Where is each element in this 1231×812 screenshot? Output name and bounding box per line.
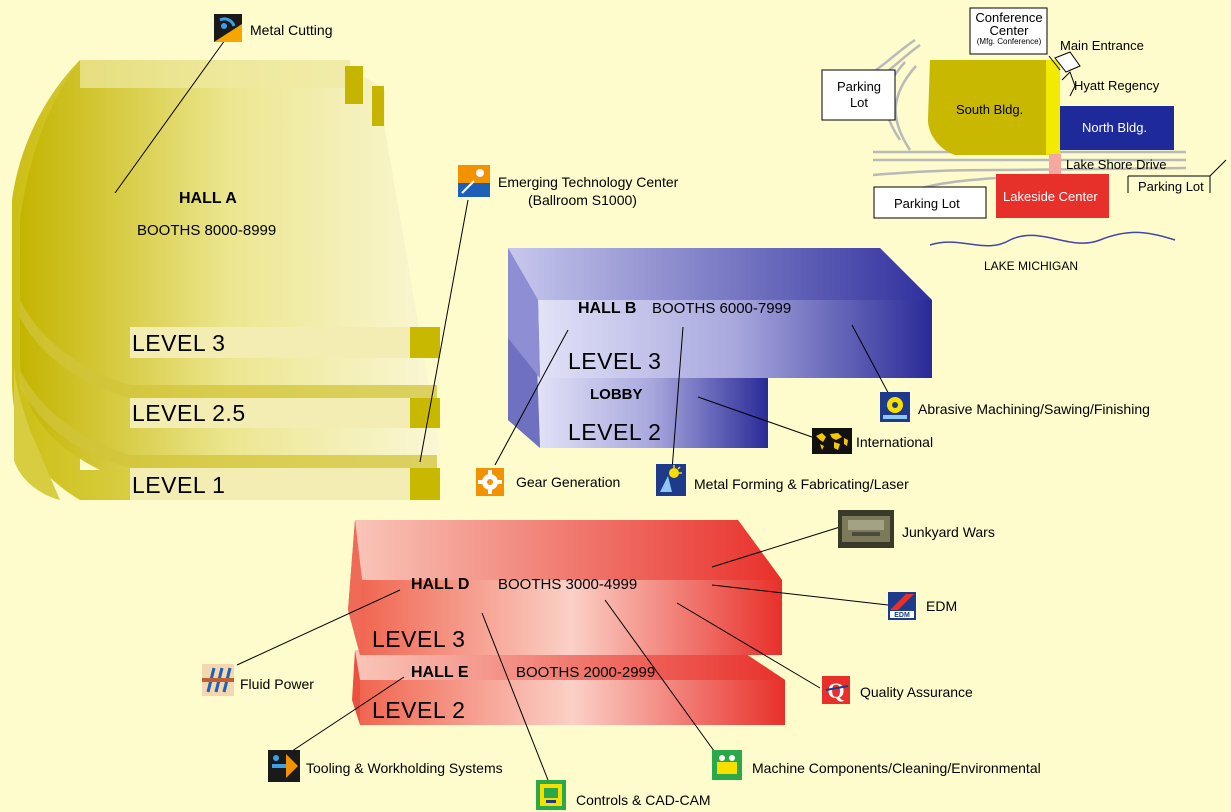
hall-e-level-2: LEVEL 2 — [372, 697, 466, 723]
world-map-icon — [812, 428, 852, 454]
south-bldg-label: South Bldg. — [956, 102, 1024, 117]
site-map — [821, 7, 1227, 247]
abrasive-icon — [880, 392, 910, 422]
emerging-technology-sublabel: (Ballroom S1000) — [528, 192, 637, 208]
conference-line-3: (Mfg. Conference) — [976, 37, 1042, 46]
hall-de-building — [348, 520, 785, 725]
metal-cutting-icon — [214, 14, 242, 42]
lake-shore-drive-label: Lake Shore Drive — [1066, 157, 1167, 172]
junkyard-photo-icon — [838, 510, 894, 548]
tooling-icon — [268, 750, 300, 782]
hall-a-level-1: LEVEL 1 — [132, 472, 226, 498]
fluid-power-label: Fluid Power — [240, 676, 314, 692]
quality-icon: Q — [822, 676, 850, 704]
tooling-label: Tooling & Workholding Systems — [306, 760, 503, 776]
gear-generation-label: Gear Generation — [516, 474, 621, 490]
parking-lot-left-line-2: Lot — [849, 95, 869, 110]
controls-icon — [536, 780, 566, 810]
edm-icon: EDM — [888, 592, 916, 620]
conference-center-label: Conference Center (Mfg. Conference) — [974, 11, 1044, 47]
hall-d-booths: BOOTHS 3000-4999 — [498, 576, 638, 593]
hall-d-level-3: LEVEL 3 — [372, 626, 466, 652]
machine-components-label: Machine Components/Cleaning/Environmenta… — [752, 760, 1041, 776]
parking-lot-bottom-label: Parking Lot — [894, 196, 960, 211]
hall-a-building — [12, 60, 440, 500]
lake-michigan-label: LAKE MICHIGAN — [984, 259, 1079, 273]
controls-label: Controls & CAD-CAM — [576, 792, 711, 808]
international-label: International — [856, 434, 934, 450]
hall-e-booths: BOOTHS 2000-2999 — [516, 664, 656, 681]
lobby-title: LOBBY — [590, 386, 643, 403]
hall-b-booths: BOOTHS 6000-7999 — [652, 300, 792, 317]
parking-lot-left-label: Parking Lot — [824, 79, 894, 111]
hall-a-level-2-5: LEVEL 2.5 — [132, 400, 246, 426]
hall-b-title: HALL B — [578, 300, 637, 317]
conference-line-1: Conference — [975, 10, 1043, 25]
metal-forming-label: Metal Forming & Fabricating/Laser — [694, 476, 909, 492]
edm-label: EDM — [926, 598, 958, 614]
hall-b-building — [508, 248, 932, 448]
main-entrance-label: Main Entrance — [1060, 38, 1144, 53]
machine-components-icon — [712, 750, 742, 780]
conference-line-2: Center — [989, 23, 1029, 38]
hall-b-level-3: LEVEL 3 — [568, 348, 662, 374]
svg-text:Q: Q — [827, 678, 844, 703]
north-bldg-label: North Bldg. — [1082, 120, 1148, 135]
fluid-power-icon — [202, 664, 234, 696]
parking-lot-left-line-1: Parking — [836, 79, 882, 94]
lobby-level-2: LEVEL 2 — [568, 419, 662, 445]
metal-cutting-label: Metal Cutting — [250, 22, 333, 38]
emerging-technology-icon — [458, 165, 490, 197]
quality-assurance-label: Quality Assurance — [860, 684, 973, 700]
hall-a-title: HALL A — [179, 190, 237, 207]
leader-lines — [114, 39, 893, 781]
parking-lot-right-label: Parking Lot — [1138, 179, 1204, 194]
emerging-technology-label: Emerging Technology Center — [498, 174, 679, 190]
hall-d-title: HALL D — [411, 576, 470, 593]
hall-a-level-3: LEVEL 3 — [132, 330, 226, 356]
lakeside-center-label: Lakeside Center — [1003, 189, 1098, 204]
hyatt-regency-label: Hyatt Regency — [1074, 78, 1160, 93]
metal-forming-icon — [656, 464, 686, 496]
hall-e-title: HALL E — [411, 664, 469, 681]
junkyard-wars-label: Junkyard Wars — [902, 524, 995, 540]
svg-text:EDM: EDM — [894, 612, 910, 619]
abrasive-label: Abrasive Machining/Sawing/Finishing — [918, 401, 1150, 417]
gear-icon — [476, 468, 504, 496]
hall-a-booths: BOOTHS 8000-8999 — [137, 222, 277, 239]
